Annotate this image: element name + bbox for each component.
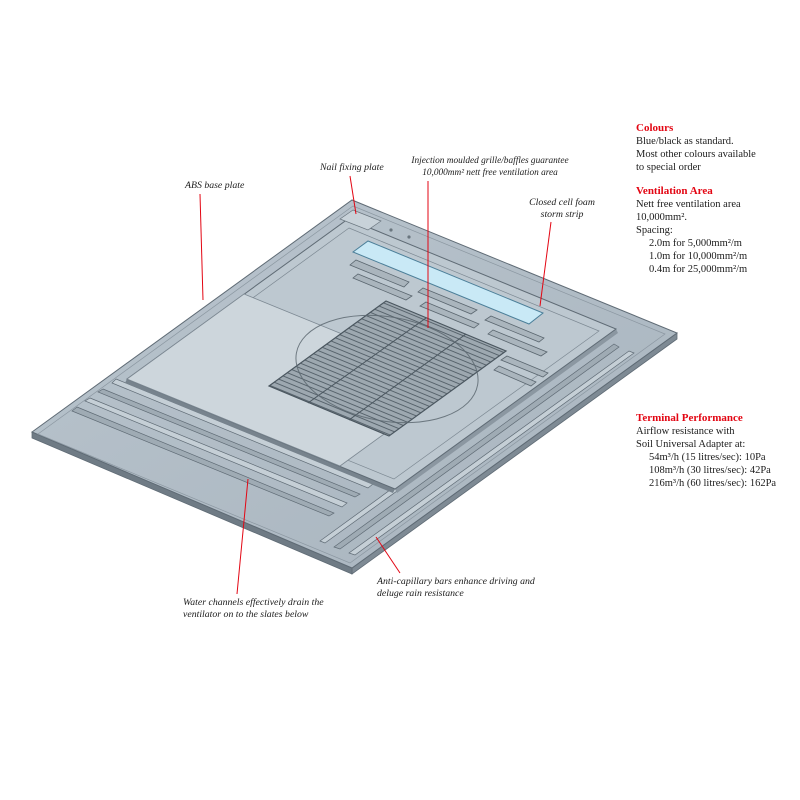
callout-nail-fixing-plate: Nail fixing plate [320,162,384,173]
baffle-slot [500,355,549,378]
ventilation-area-line: 10,000mm². [636,212,687,223]
grille-divider [307,317,427,404]
water-channels [71,378,374,517]
leader-abs-base-plate [199,193,204,301]
terminal-performance-line: Soil Universal Adapter at: [636,439,746,450]
colours-line: Most other colours available [636,149,756,160]
callout-storm-strip-line2: storm strip [540,208,584,220]
callout-anti-capillary-line2: deluge rain resistance [377,587,464,599]
baffle-slot [493,365,537,387]
nail-hole [389,228,393,232]
callout-anti-capillary: Anti-capillary bars enhance driving and … [377,576,557,599]
callout-storm-strip: Closed cell foam storm strip [514,197,610,220]
baffle-slot [484,315,545,343]
callout-grille-line2: 10,000mm² nett free ventilation area [422,167,558,178]
anti-capillary-bar [333,343,620,550]
ventilation-area-heading: Ventilation Area [636,185,713,197]
ventilation-spacing-label: Spacing: [636,225,673,236]
water-channel-groove [84,397,348,508]
leader-anti-capillary [375,536,401,574]
baffle-slot [487,329,548,357]
callout-storm-strip-line1: Closed cell foam [529,197,595,208]
water-channel-groove [71,406,335,517]
ventilator-edge-left [125,379,395,493]
baffle-slot [352,273,413,301]
terminal-performance-value: 108m³/h (30 litres/sec): 42Pa [649,465,771,476]
callout-water-channels-line1: Water channels effectively drain the [183,597,324,608]
callout-abs-base-plate: ABS base plate [185,180,245,191]
leader-storm-strip [539,221,552,307]
colours-section: Colours Blue/black as standard. Most oth… [636,121,798,174]
anti-capillary-bar [348,350,635,556]
terminal-performance-value: 54m³/h (15 litres/sec): 10Pa [649,452,766,463]
storm-strip-part [351,240,544,325]
ventilation-spacing-value: 1.0m for 10,000mm²/m [649,251,748,262]
spec-column-top: Colours Blue/black as standard. Most oth… [636,121,798,276]
ventilation-spacing-value: 2.0m for 5,000mm²/m [649,238,742,249]
base-plate-inset-line [37,205,666,564]
terminal-performance-heading: Terminal Performance [636,412,743,424]
baffle-slot [349,259,410,288]
callout-anti-capillary-line1: Anti-capillary bars enhance driving and [377,576,535,587]
nail-hole [407,235,411,239]
ventilation-spacing-value: 0.4m for 25,000mm²/m [649,264,748,275]
ventilation-area-section: Ventilation Area Nett free ventilation a… [636,184,798,276]
callout-water-channels: Water channels effectively drain the ven… [183,597,363,620]
leader-lines [199,175,552,595]
ventilation-area-line: Nett free ventilation area [636,199,741,210]
colours-line: to special order [636,162,701,173]
callout-water-channels-line2: ventilator on to the slates below [183,608,309,620]
baffle-slot [419,301,480,329]
callout-grille-line1: Injection moulded grille/baffles guarant… [411,156,569,166]
terminal-performance-section: Terminal Performance Airflow resistance … [636,411,798,490]
water-channel-groove [97,388,361,498]
grille [267,300,508,437]
terminal-performance-line: Airflow resistance with [636,426,735,437]
leader-nail-fixing-plate [349,175,357,215]
callout-grille: Injection moulded grille/baffles guarant… [395,156,585,179]
colours-line: Blue/black as standard. [636,136,734,147]
nail-fixing-plate-part [339,209,382,231]
colours-heading: Colours [636,122,674,134]
terminal-performance-value: 216m³/h (60 litres/sec): 162Pa [649,478,777,489]
grille-divider [348,333,467,421]
baffle-slot [417,287,478,315]
ventilator-edge-right [395,329,618,493]
baffle-slots [349,259,549,387]
spigot-circle-outline [295,314,479,424]
leader-water-channels [236,478,249,595]
